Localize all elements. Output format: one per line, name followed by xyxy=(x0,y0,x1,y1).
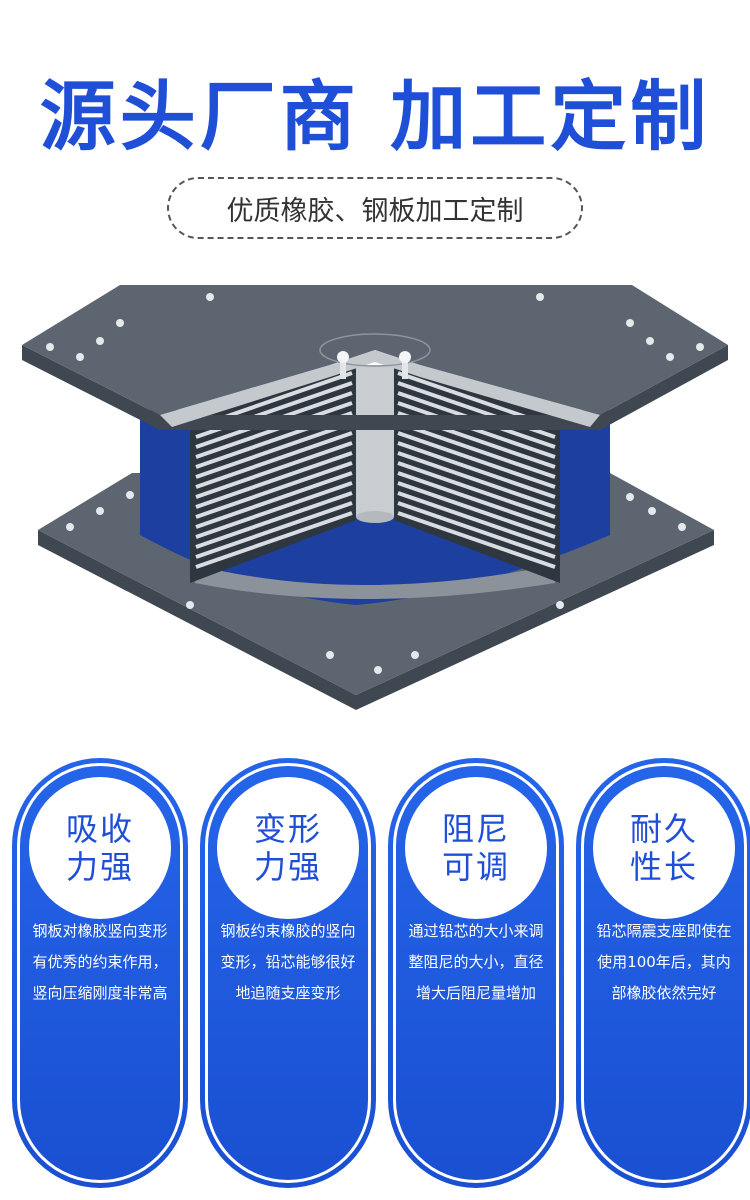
feature-title: 变形力强 xyxy=(253,810,322,886)
feature-description: 通过铅芯的大小来调整阻尼的大小，直径增大后阻尼量增加 xyxy=(408,922,544,1002)
lead-rubber-bearing-illustration xyxy=(22,285,728,710)
feature-title: 吸收力强 xyxy=(65,810,134,886)
card-ring xyxy=(17,763,183,1183)
feature-description: 钢板约束橡胶的竖向变形，铅芯能够很好地追随支座变形 xyxy=(220,922,356,1002)
feature-title: 阻尼可调 xyxy=(441,810,510,886)
top-flange-ring xyxy=(319,333,431,367)
card-circle: 耐久性长 xyxy=(593,777,735,919)
card-ring xyxy=(393,763,559,1183)
subtitle-text: 优质橡胶、钢板加工定制 xyxy=(226,195,524,227)
card-circle: 阻尼可调 xyxy=(405,777,547,919)
feature-card-absorption: 吸收力强 钢板对橡胶竖向变形有优秀的约束作用，竖向压缩刚度非常高 xyxy=(12,758,188,1188)
lead-core xyxy=(356,365,394,517)
feature-card-durability: 耐久性长 铅芯隔震支座即使在使用100年后，其内部橡胶依然完好 xyxy=(576,758,750,1188)
bolt-head-right xyxy=(399,351,411,363)
cutaway-base xyxy=(195,565,555,599)
feature-card-damping: 阻尼可调 通过铅芯的大小来调整阻尼的大小，直径增大后阻尼量增加 xyxy=(388,758,564,1188)
feature-cards: 吸收力强 钢板对橡胶竖向变形有优秀的约束作用，竖向压缩刚度非常高 变形力强 钢板… xyxy=(0,758,750,1188)
subtitle-pill: 优质橡胶、钢板加工定制 xyxy=(167,177,583,239)
bottom-plate-bolt-holes xyxy=(66,491,686,674)
lead-core-bottom xyxy=(356,511,394,523)
feature-title: 耐久性长 xyxy=(629,810,698,886)
bolt-head-left xyxy=(337,351,349,363)
card-circle: 变形力强 xyxy=(217,777,359,919)
card-circle: 吸收力强 xyxy=(29,777,171,919)
page-headline: 源头厂商 加工定制 xyxy=(39,72,711,161)
top-plate-bolt-holes xyxy=(46,293,704,361)
card-ring xyxy=(581,763,747,1183)
feature-description: 钢板对橡胶竖向变形有优秀的约束作用，竖向压缩刚度非常高 xyxy=(32,922,168,1002)
bolt-right xyxy=(402,357,408,379)
feature-card-deformation: 变形力强 钢板约束橡胶的竖向变形，铅芯能够很好地追随支座变形 xyxy=(200,758,376,1188)
card-ring xyxy=(205,763,371,1183)
bolt-left xyxy=(340,357,346,379)
feature-description: 铅芯隔震支座即使在使用100年后，其内部橡胶依然完好 xyxy=(596,922,732,1002)
